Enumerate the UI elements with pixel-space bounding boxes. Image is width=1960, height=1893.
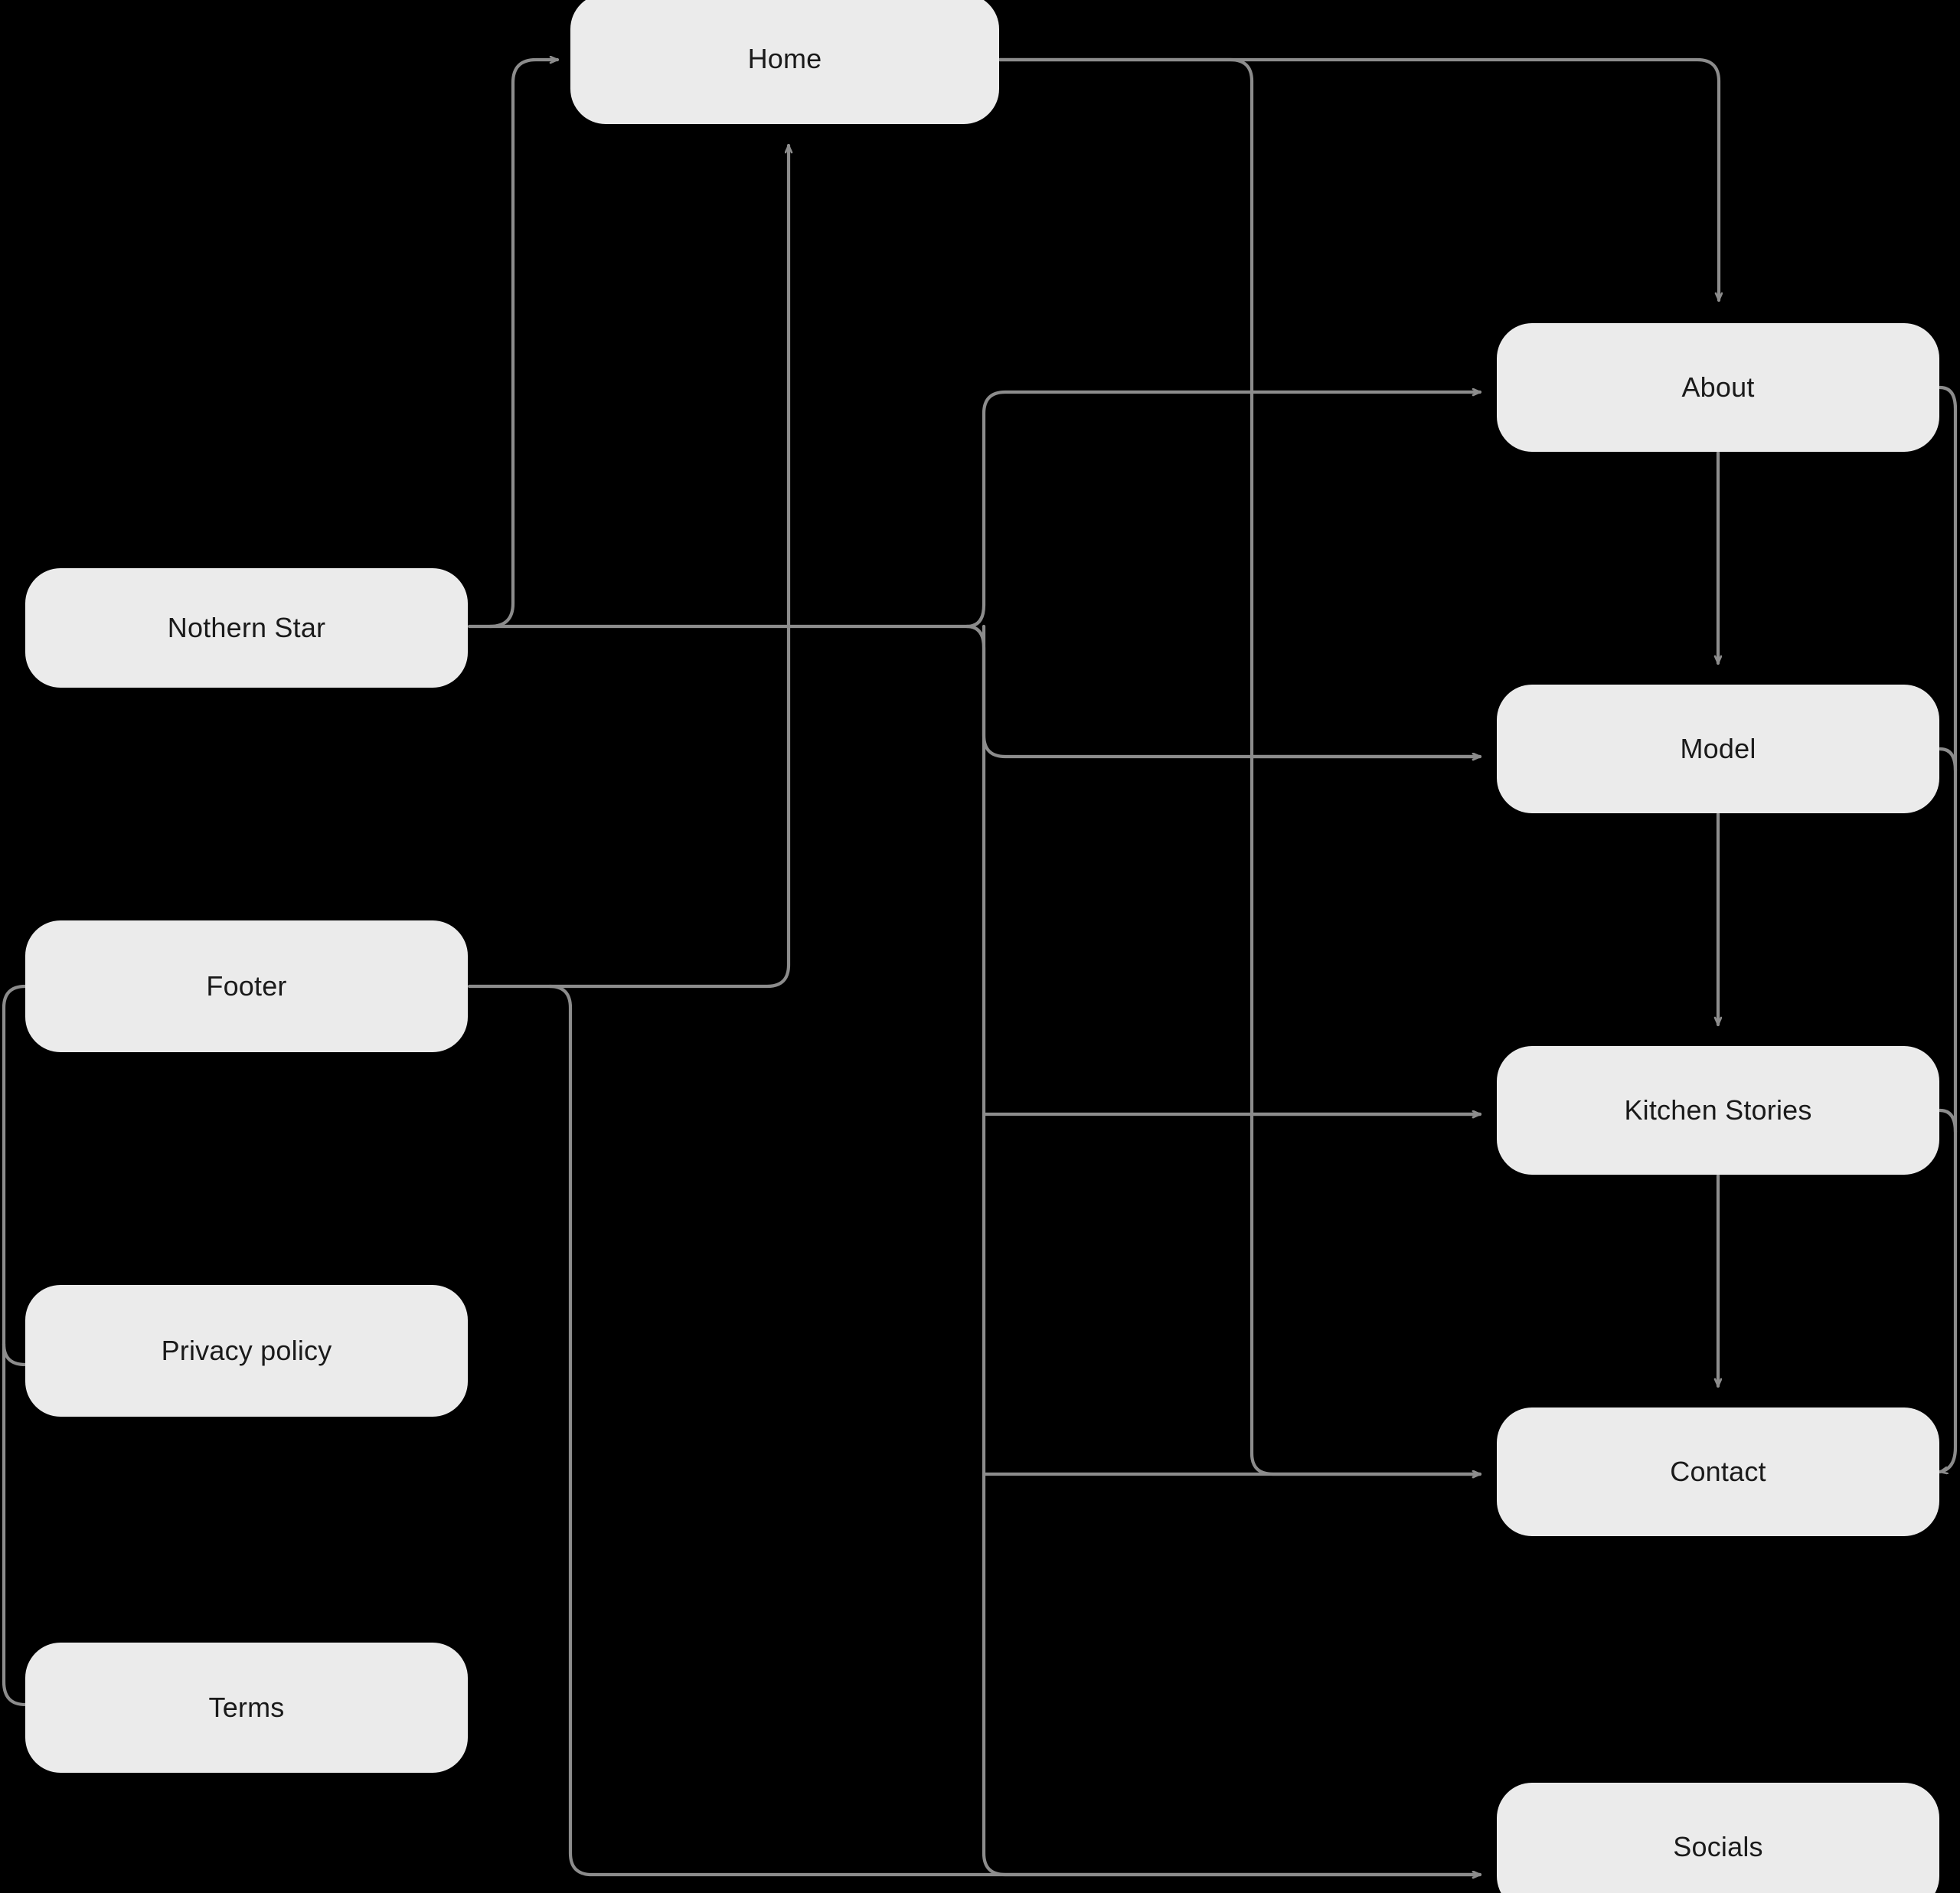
edge-model-contact [1938, 747, 1958, 773]
edge-footer-home [467, 143, 789, 989]
edge-footer-socials [547, 984, 1482, 1875]
node-privacy-policy[interactable]: Privacy policy [25, 1285, 468, 1417]
edge-nothernstar-model [982, 624, 1482, 757]
node-socials[interactable]: Socials [1497, 1783, 1939, 1893]
node-model[interactable]: Model [1497, 685, 1939, 813]
edge-home-trunk [998, 57, 1254, 1456]
node-home[interactable]: Home [570, 0, 999, 124]
node-kitchen-stories[interactable]: Kitchen Stories [1497, 1046, 1939, 1175]
edge-nothernstar-about [965, 392, 1482, 629]
node-socials-label: Socials [1673, 1831, 1763, 1863]
node-nothern-star[interactable]: Nothern Star [25, 568, 468, 688]
node-terms[interactable]: Terms [25, 1643, 468, 1773]
edge-nothernstar-descent [965, 624, 986, 1855]
node-footer[interactable]: Footer [25, 920, 468, 1052]
edge-nothernstar-socials [982, 1851, 1482, 1875]
node-terms-label: Terms [208, 1692, 285, 1724]
edge-home-contact [1250, 1451, 1482, 1474]
edge-home-about [998, 57, 1719, 302]
node-nothern-star-label: Nothern Star [167, 612, 326, 644]
node-contact[interactable]: Contact [1497, 1407, 1939, 1536]
node-contact-label: Contact [1670, 1456, 1766, 1488]
edge-footer-terms [2, 1679, 36, 1705]
edge-nothernstar-home [488, 60, 560, 629]
node-footer-label: Footer [206, 970, 287, 1002]
node-home-label: Home [747, 43, 822, 75]
node-kitchen-stories-label: Kitchen Stories [1624, 1094, 1812, 1126]
edge-kitchenstories-contact-right [1938, 1108, 1958, 1134]
node-privacy-policy-label: Privacy policy [161, 1335, 332, 1367]
edge-footer-privacypolicy [2, 1342, 36, 1365]
node-about[interactable]: About [1497, 323, 1939, 452]
node-about-label: About [1681, 371, 1755, 404]
node-model-label: Model [1680, 733, 1756, 765]
edge-about-contact [1938, 385, 1958, 1472]
edge-footer-left-trunk [2, 984, 28, 1684]
